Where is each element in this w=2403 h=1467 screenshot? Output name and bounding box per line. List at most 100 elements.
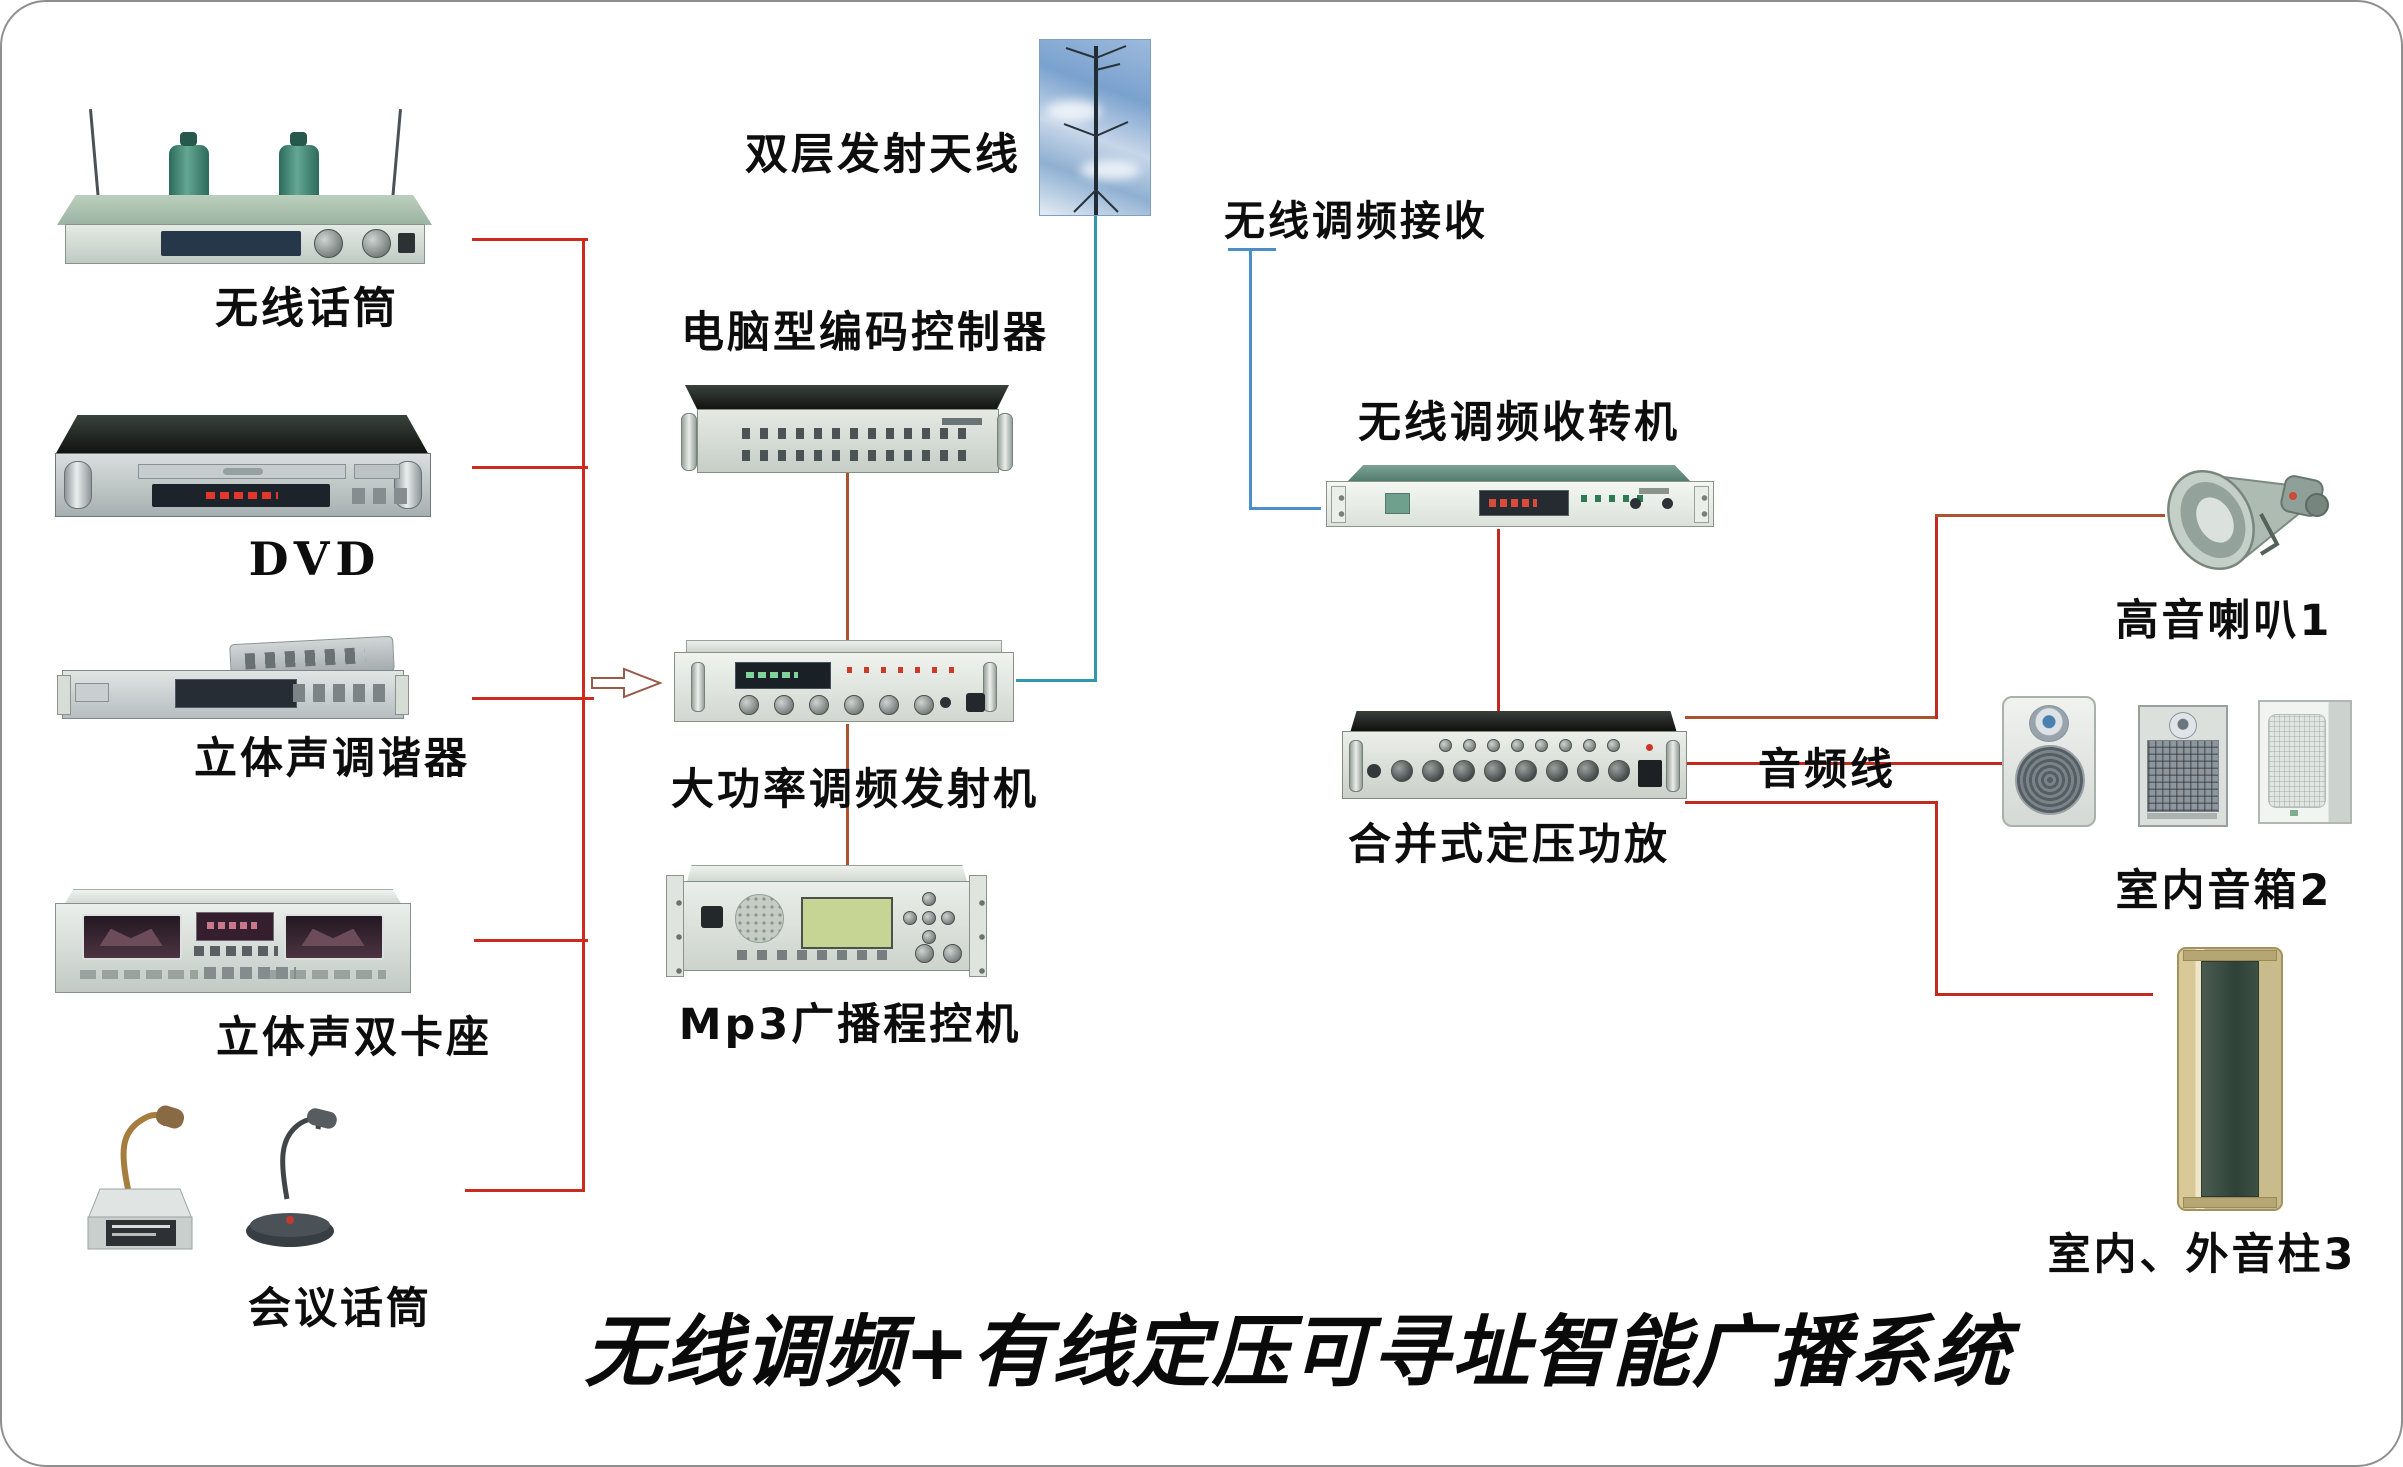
- indoor-speaker-device: [2258, 700, 2352, 824]
- device-front-panel: [1326, 481, 1714, 527]
- nav-keys: [903, 892, 955, 944]
- device-front-panel: [55, 903, 411, 993]
- led-row: [1581, 495, 1651, 502]
- knob-icon: [362, 229, 391, 258]
- wire-source-trunk: [582, 239, 585, 1192]
- handle-icon: [983, 662, 997, 712]
- knob-icon: [943, 944, 962, 963]
- display-window: [354, 464, 400, 479]
- model-text: [1639, 488, 1669, 494]
- handle-icon: [1349, 740, 1363, 792]
- wire-fm-receive-h: [1249, 507, 1321, 510]
- device-top-panel: [685, 385, 1009, 411]
- rack-ear: [57, 675, 71, 715]
- handle-icon: [691, 662, 705, 712]
- knob-icon: [314, 229, 343, 258]
- power-button-icon: [966, 693, 985, 712]
- column-cap: [2183, 1197, 2277, 1208]
- knob-row: [1391, 760, 1661, 782]
- display-window: [1479, 490, 1569, 516]
- wire-amp-indoor-speaker: [1685, 762, 2002, 765]
- wire-branch-tuner: [472, 697, 594, 700]
- column-speaker-device: [2177, 947, 2283, 1211]
- mic-capsule-icon: [306, 1108, 337, 1129]
- button-row: [742, 428, 966, 439]
- wire-branch-dvd: [472, 466, 588, 469]
- indoor-speaker-device: [2138, 705, 2228, 827]
- transmitter-device: [674, 640, 1014, 724]
- label-horn: 高音喇叭1: [2115, 596, 2333, 646]
- wire-amp-horn-h2: [1935, 514, 2165, 517]
- rack-ear: [1694, 486, 1709, 523]
- wire-fm-receive-v: [1249, 248, 1252, 509]
- label-column-speaker: 室内、外音柱3: [2047, 1230, 2357, 1280]
- tweeter-icon: [2169, 712, 2197, 739]
- display-window: [175, 679, 297, 708]
- repeater-device: [1326, 465, 1714, 529]
- speaker-grille-icon: [735, 894, 784, 943]
- horn-speaker-device: [2167, 469, 2329, 571]
- wire-fm-receive-underline: [1228, 248, 1276, 251]
- jack-icon: [1630, 498, 1641, 509]
- label-cassette: 立体声双卡座: [216, 1013, 492, 1063]
- display-window: [735, 662, 831, 689]
- gooseneck-icon: [280, 1117, 321, 1200]
- logo-badge: [1385, 493, 1410, 514]
- wire-branch-cassette: [474, 939, 588, 942]
- knob-row: [1439, 739, 1620, 752]
- column-cap: [2183, 950, 2277, 961]
- button-row: [194, 946, 278, 956]
- wireless-mic-device: [57, 107, 432, 264]
- amplifier-device: [1342, 711, 1687, 799]
- wire-repeater-amplifier: [1497, 529, 1500, 711]
- wire-branch-wireless-mic: [472, 238, 588, 241]
- button-row: [737, 950, 887, 960]
- flow-arrow-icon: [591, 667, 663, 699]
- power-button-icon: [701, 906, 723, 928]
- label-audio-line: 音频线: [1758, 745, 1896, 795]
- antenna-photo: [1039, 39, 1151, 216]
- rack-ear: [666, 875, 684, 977]
- label-wireless-mic: 无线话筒: [215, 284, 399, 334]
- rack-ear: [395, 675, 409, 715]
- tweeter-icon: [2029, 705, 2069, 742]
- model-text: [942, 418, 982, 425]
- label-antenna: 双层发射天线: [745, 130, 1021, 180]
- conference-mic-device: [87, 1105, 337, 1250]
- display-window: [196, 912, 274, 941]
- mic-capsule-icon: [155, 1105, 185, 1129]
- handle-icon: [1666, 740, 1680, 792]
- wire-amp-column-h2: [1935, 993, 2153, 996]
- button-row: [75, 683, 109, 702]
- jack-icon: [1662, 498, 1673, 509]
- gooseneck-icon: [120, 1112, 169, 1190]
- indoor-speaker-device: [2002, 696, 2096, 827]
- cassette-window: [284, 914, 384, 960]
- diagram-title: 无线调频+有线定压可寻址智能广播系统: [584, 1307, 2012, 1398]
- label-conference-mic: 会议话筒: [248, 1284, 432, 1334]
- label-encoder: 电脑型编码控制器: [681, 308, 1049, 358]
- lcd-display: [801, 897, 893, 949]
- antenna-rod-icon: [88, 109, 101, 201]
- device-front-panel: [697, 409, 999, 473]
- wire-amp-column-v: [1935, 801, 1938, 996]
- led-row: [847, 667, 965, 673]
- button-row: [293, 684, 389, 702]
- wire-antenna-feeder-h: [1016, 679, 1097, 682]
- led-display: [152, 484, 330, 507]
- device-front-panel: [1342, 731, 1687, 799]
- handle-icon: [997, 413, 1013, 471]
- device-front-panel: [674, 881, 981, 971]
- dvd-device: [55, 415, 431, 517]
- label-indoor-speaker: 室内音箱2: [2115, 866, 2333, 916]
- button-row: [204, 967, 296, 979]
- handle-icon: [681, 413, 697, 471]
- antenna-mast-icon: [1063, 45, 1129, 215]
- label-tuner: 立体声调谐器: [194, 734, 470, 784]
- cassette-device: [55, 889, 411, 995]
- knob-icon: [915, 944, 934, 963]
- cassette-window: [82, 914, 182, 960]
- wire-amp-horn-v: [1935, 514, 1938, 719]
- wire-transmitter-mp3: [846, 724, 849, 865]
- meter-icon: [1367, 764, 1381, 778]
